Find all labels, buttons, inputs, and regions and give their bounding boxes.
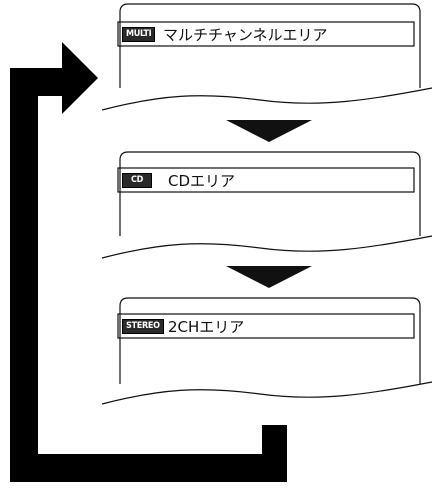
cd-badge: CD bbox=[122, 173, 153, 188]
down-arrow-1 bbox=[226, 120, 312, 142]
screen-3-label: 2CHエリア bbox=[168, 318, 245, 336]
loop-return-arrow bbox=[10, 42, 287, 482]
screen-panel-stereo bbox=[101, 297, 433, 414]
screen-1-label: マルチチャンネルエリア bbox=[163, 26, 328, 44]
stereo-badge: STEREO bbox=[122, 319, 164, 334]
screen-panel-cd bbox=[101, 151, 433, 266]
screen-panel-multi bbox=[101, 3, 433, 118]
multi-badge: MULTI bbox=[122, 27, 156, 42]
down-arrow-2 bbox=[226, 266, 312, 288]
screen-2-label: CDエリア bbox=[168, 172, 236, 190]
